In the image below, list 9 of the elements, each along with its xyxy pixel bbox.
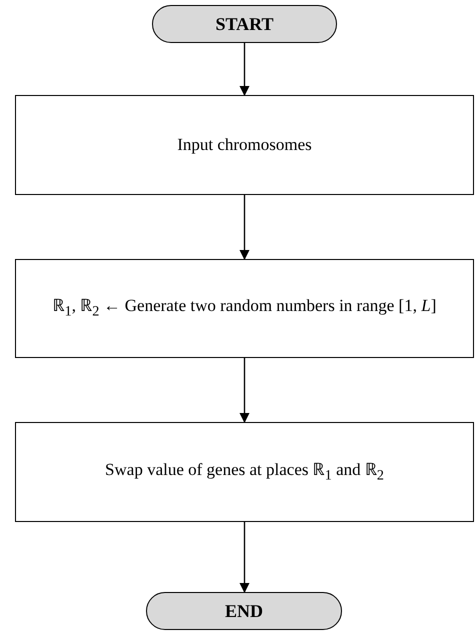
arrow	[240, 358, 250, 423]
terminal-box: END	[146, 592, 342, 630]
process-box: Input chromosomes	[15, 95, 474, 195]
arrow	[240, 195, 250, 260]
process-box: ℝ$_{1}$, ℝ$_{2}$ ← Generate two random numbers in range [1, L]	[15, 259, 474, 358]
arrow	[240, 522, 250, 593]
arrow	[240, 43, 250, 96]
process-box: Swap value of genes at places ℝ$_{1}$ and ℝ$_{2}$	[15, 422, 474, 522]
terminal-box: START	[152, 5, 337, 43]
